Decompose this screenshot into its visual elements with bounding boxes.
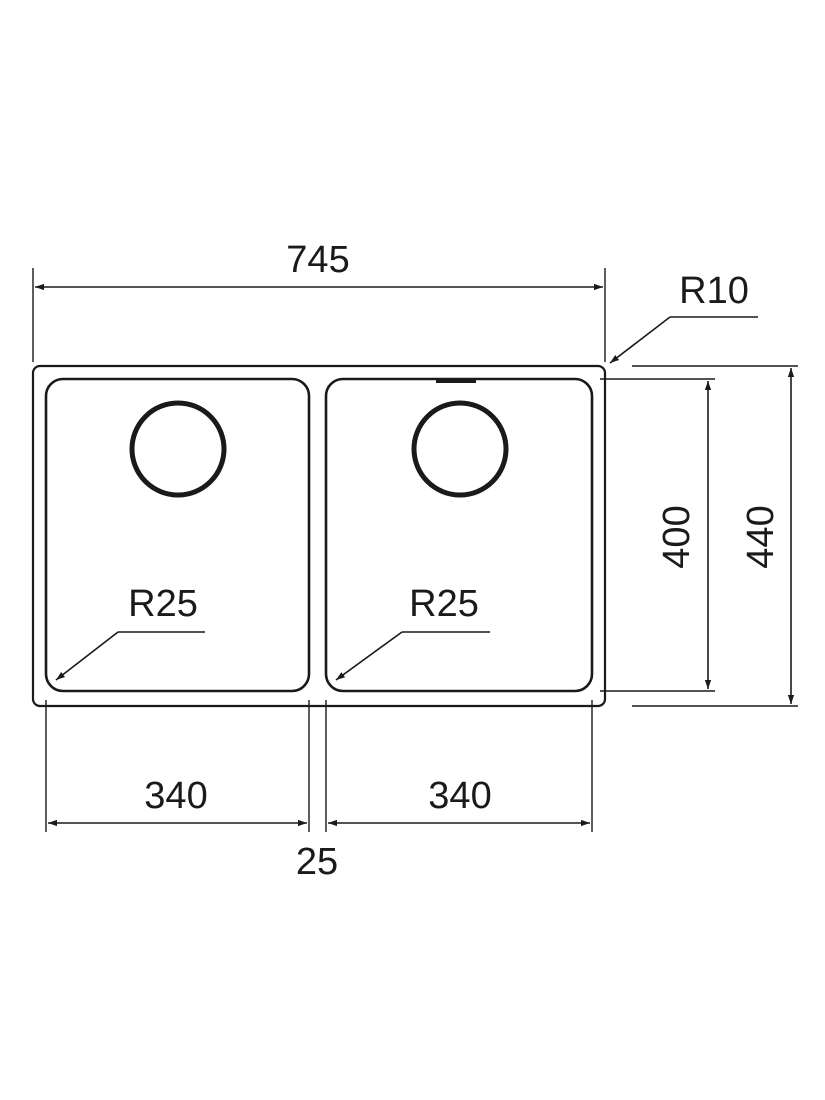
left-bowl-radius-label: R25 bbox=[128, 583, 198, 625]
right-bowl-radius-callout: R25 bbox=[335, 583, 490, 681]
right-drain bbox=[411, 400, 509, 498]
sink-outer-rim bbox=[31, 364, 607, 708]
left-bowl bbox=[44, 377, 311, 693]
outer-radius-label: R10 bbox=[679, 270, 749, 312]
outer-radius-callout: R10 bbox=[609, 270, 758, 364]
right-bowl bbox=[324, 377, 594, 693]
overall-width-dimension: 745 bbox=[32, 239, 606, 362]
divider-width-label: 25 bbox=[296, 841, 338, 883]
right-bowl-radius-label: R25 bbox=[409, 583, 479, 625]
left-bowl-width-label: 340 bbox=[144, 775, 207, 817]
left-drain bbox=[129, 400, 227, 498]
right-bowl-width-label: 340 bbox=[428, 775, 491, 817]
left-bowl-radius-callout: R25 bbox=[55, 583, 205, 681]
overall-depth-dimension: 440 bbox=[632, 365, 798, 707]
overall-width-label: 745 bbox=[286, 239, 349, 281]
bowl-width-dimensions: 340 340 25 bbox=[45, 700, 593, 883]
bowl-depth-dimension: 400 bbox=[600, 378, 715, 692]
bowl-depth-label: 400 bbox=[656, 505, 698, 568]
overall-depth-label: 440 bbox=[740, 505, 782, 568]
